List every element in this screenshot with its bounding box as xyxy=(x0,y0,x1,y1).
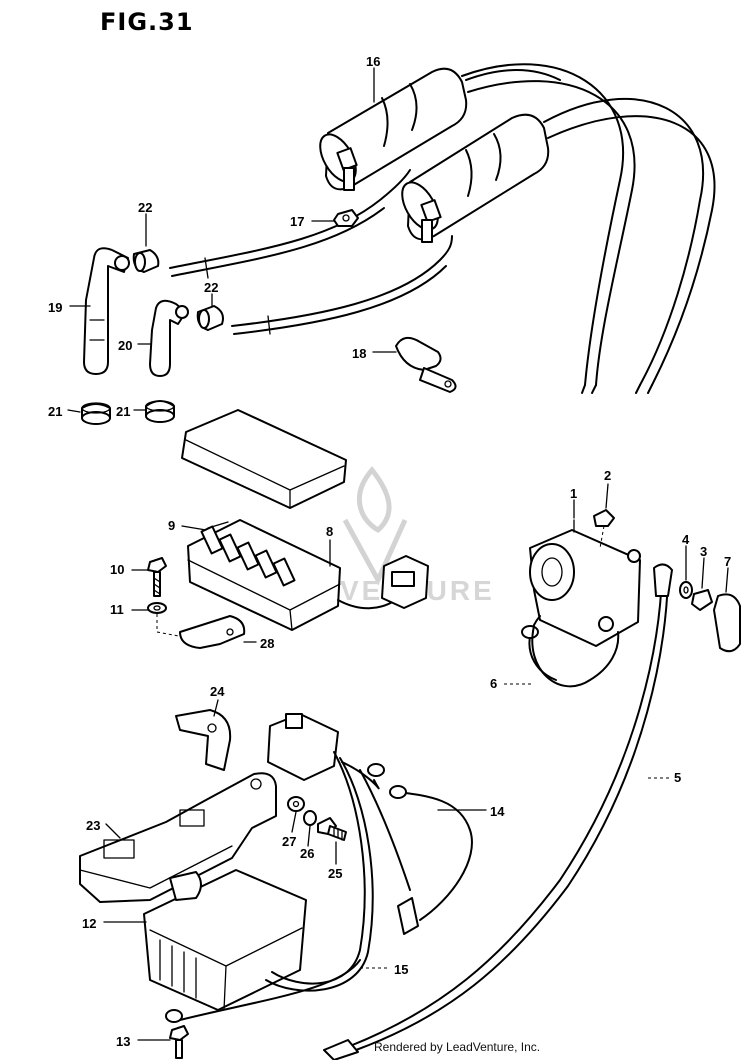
plug-cap-20[interactable] xyxy=(149,299,189,377)
callout-2: 2 xyxy=(604,468,611,483)
fuse-row xyxy=(200,525,296,587)
callouts: 16 17 22 22 19 20 21 21 18 9 8 10 11 28 … xyxy=(48,54,731,1049)
callout-11: 11 xyxy=(110,602,124,617)
screw-2[interactable] xyxy=(593,509,615,549)
callout-14: 14 xyxy=(490,804,505,819)
callout-27: 27 xyxy=(282,834,296,849)
callout-24: 24 xyxy=(210,684,225,699)
ring-21-right[interactable] xyxy=(145,400,175,423)
callout-21b: 21 xyxy=(116,404,130,419)
callout-22a: 22 xyxy=(138,200,152,215)
lock-washer-26[interactable] xyxy=(303,810,317,826)
leader-lines xyxy=(67,67,729,1041)
regulator-12[interactable] xyxy=(143,869,307,1011)
boot-7[interactable] xyxy=(713,593,741,653)
bracket-28[interactable] xyxy=(179,615,246,649)
callout-23: 23 xyxy=(86,818,100,833)
callout-18: 18 xyxy=(352,346,366,361)
ring-21-left[interactable] xyxy=(81,402,111,425)
plug-cap-19[interactable] xyxy=(83,247,130,375)
callout-21a: 21 xyxy=(48,404,62,419)
callout-6: 6 xyxy=(490,676,497,691)
callout-22b: 22 xyxy=(204,280,218,295)
ignition-coil-lower[interactable] xyxy=(395,113,550,243)
callout-7: 7 xyxy=(724,554,731,569)
seal-22-upper[interactable] xyxy=(132,249,160,273)
ignition-coil-upper[interactable] xyxy=(313,67,561,191)
callout-28: 28 xyxy=(260,636,274,651)
callout-5: 5 xyxy=(674,770,681,785)
washer-11[interactable] xyxy=(147,602,201,641)
seal-22-lower[interactable] xyxy=(196,305,224,331)
figure-title: FIG.31 xyxy=(100,8,194,36)
bolt-25[interactable] xyxy=(317,817,347,841)
callout-15: 15 xyxy=(394,962,408,977)
callout-16: 16 xyxy=(366,54,380,69)
callout-12: 12 xyxy=(82,916,96,931)
ground-lead-14[interactable] xyxy=(389,785,473,921)
bolt-10[interactable] xyxy=(147,557,167,597)
render-credit: Rendered by LeadVenture, Inc. xyxy=(374,1040,541,1054)
callout-25: 25 xyxy=(328,866,342,881)
callout-26: 26 xyxy=(300,846,314,861)
callout-10: 10 xyxy=(110,562,124,577)
nut-3[interactable] xyxy=(691,589,713,611)
callout-3: 3 xyxy=(700,544,707,559)
callout-20: 20 xyxy=(118,338,132,353)
bracket-24[interactable] xyxy=(175,709,232,771)
spare-fuse-9[interactable] xyxy=(207,521,229,529)
starter-relay-1[interactable] xyxy=(521,519,641,681)
callout-8: 8 xyxy=(326,524,333,539)
fuse-box-cover[interactable] xyxy=(181,409,347,509)
callout-19: 19 xyxy=(48,300,62,315)
battery-cable-5[interactable] xyxy=(323,563,673,1060)
relay-lead-6[interactable] xyxy=(531,625,620,688)
callout-13: 13 xyxy=(116,1034,130,1049)
fuse-box-8[interactable] xyxy=(187,519,429,631)
nut-4[interactable] xyxy=(679,581,693,599)
clamp-18[interactable] xyxy=(395,336,457,393)
callout-4: 4 xyxy=(682,532,690,547)
callout-17: 17 xyxy=(290,214,304,229)
screw-13[interactable] xyxy=(169,1025,189,1059)
regulator-harness-15[interactable] xyxy=(165,713,419,1023)
callout-1: 1 xyxy=(570,486,577,501)
callout-9: 9 xyxy=(168,518,175,533)
nut-17[interactable] xyxy=(333,209,359,227)
washer-27[interactable] xyxy=(287,796,305,812)
